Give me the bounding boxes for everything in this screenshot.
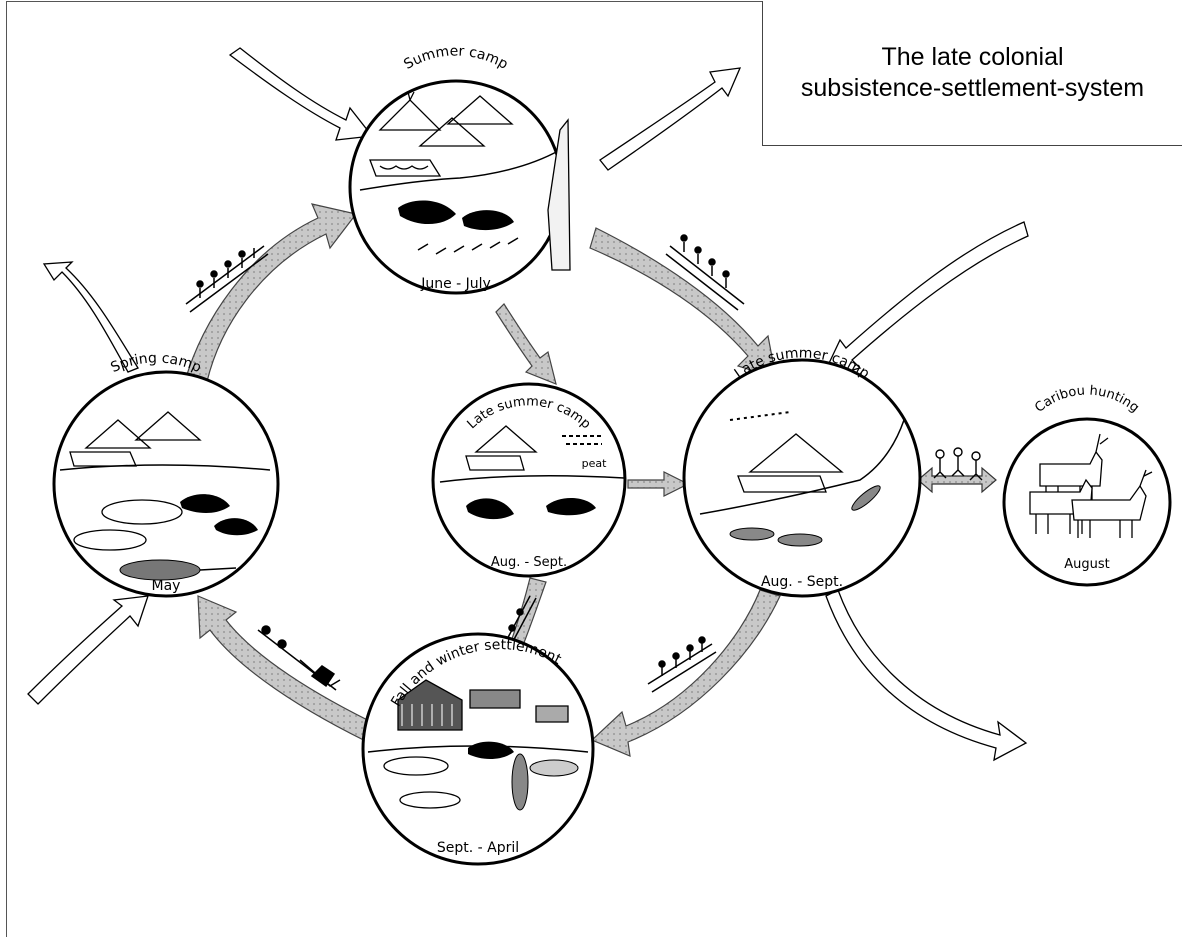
- fish-icon: [511, 753, 529, 811]
- summer-camp-circle: Summer camp June - July: [348, 43, 571, 295]
- caribou-circle: Caribou hunting August: [1002, 384, 1172, 587]
- peat-note: peat: [582, 457, 607, 470]
- late-summer-outer-months: Aug. - Sept.: [761, 574, 843, 590]
- shoreline: [359, 149, 561, 191]
- inflow-arrow-late-summer: [820, 221, 1029, 379]
- winter-settlement-months: Sept. - April: [437, 840, 519, 856]
- umiak-boat-icon-2: [665, 234, 745, 311]
- house-icon: [397, 679, 569, 731]
- cliff: [547, 118, 571, 271]
- diagram-frame: [6, 1, 1182, 937]
- caribou-icon: [1029, 433, 1153, 538]
- whale-icon: [73, 499, 183, 551]
- dog-sled-icon: [257, 625, 341, 691]
- outer-arrows: [27, 47, 1029, 762]
- winter-settlement-circle: Fall and winter settlement Sept. - April: [361, 632, 595, 866]
- tent-icon: [465, 425, 538, 471]
- umiak-boat-icon: [185, 245, 269, 313]
- arrow-winter-to-spring: [197, 595, 389, 749]
- spring-camp-months: May: [152, 578, 181, 594]
- caribou-months: August: [1064, 557, 1110, 572]
- umiak-boat-icon-3: [647, 636, 717, 693]
- inflow-arrow-summer: [228, 47, 374, 141]
- tent-icon: [737, 433, 844, 493]
- arrow-summer-to-inner-camp: [495, 303, 557, 385]
- arrow-late-summer-to-winter: [590, 589, 781, 757]
- narwhal-icon: [119, 559, 237, 581]
- diagram-title-line2: subsistence-settlement-system: [800, 74, 1145, 102]
- summer-camp-title: Summer camp: [401, 43, 510, 73]
- diagram-title-line1: The late colonial: [881, 43, 1064, 71]
- spring-camp-circle: Spring camp May: [52, 350, 280, 598]
- outflow-arrow-summer: [599, 67, 742, 171]
- hiker-icon: [933, 447, 983, 481]
- arrow-summer-to-late-summer: [589, 227, 777, 379]
- whale-icon: [383, 756, 461, 809]
- late-summer-inner-circle: peat Late summer camp Aug. - Sept.: [431, 382, 627, 578]
- outflow-arrow-late-summer: [825, 589, 1028, 762]
- caribou-title: Caribou hunting: [1032, 384, 1142, 416]
- summer-camp-months: June - July: [420, 276, 491, 292]
- arrow-caribou-exchange: [917, 466, 997, 494]
- arrow-inner-to-outer-camp: [627, 471, 690, 497]
- late-summer-outer-circle: Late summer camp Aug. - Sept.: [682, 345, 922, 598]
- outflow-arrow-spring: [42, 261, 139, 373]
- late-summer-inner-months: Aug. - Sept.: [491, 555, 567, 570]
- arrow-spring-to-summer: [181, 203, 358, 397]
- tent-icon: [369, 91, 514, 177]
- seal-icon: [466, 497, 596, 520]
- seal-icon: [180, 494, 258, 536]
- fish-icon: [729, 485, 881, 547]
- seal-icon: [468, 741, 514, 759]
- diagram-title-box: The late colonial subsistence-settlement…: [762, 1, 1182, 146]
- inflow-arrow-spring: [27, 595, 149, 705]
- seal-icon: [398, 200, 514, 231]
